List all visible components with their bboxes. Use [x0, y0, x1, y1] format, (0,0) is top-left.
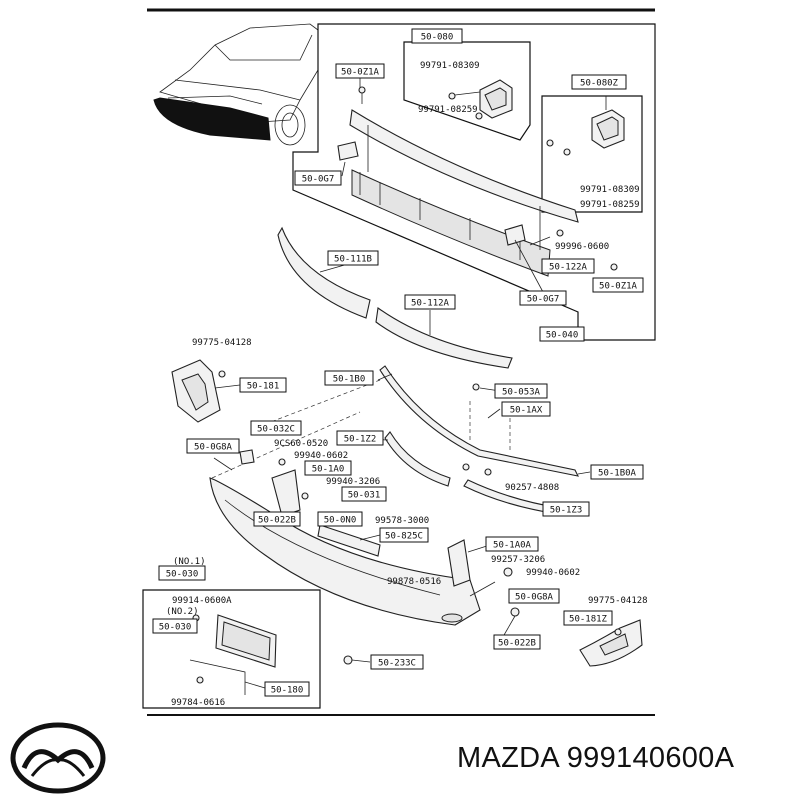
bracket-box-50-080Z — [541, 95, 643, 213]
part-number: 99940-0602 — [526, 568, 580, 578]
part-label: 50-181 — [247, 382, 280, 392]
part-label: 50-080Z — [580, 79, 619, 89]
part-label: (NO.2) — [166, 607, 199, 617]
part-number: 99791-08259 — [580, 200, 640, 210]
part-number: 99996-0600 — [555, 242, 609, 252]
part-number: 99775-04128 — [192, 338, 252, 348]
part-label: 50-0G8A — [515, 593, 554, 603]
part-number: 99791-08309 — [420, 61, 480, 71]
side-supports — [384, 431, 561, 515]
bumper-reinforcement — [337, 86, 618, 277]
part-label: 50-0N0 — [324, 516, 357, 526]
side-bracket-50-181Z — [579, 619, 643, 667]
part-label: 50-040 — [546, 331, 579, 341]
part-label: 50-053A — [502, 388, 541, 398]
part-number: 99791-08309 — [580, 185, 640, 195]
part-number-title: MAZDA 999140600A — [457, 742, 735, 774]
part-label: 50-1AX — [510, 406, 543, 416]
part-label: 50-1A0 — [312, 465, 345, 475]
part-label: 50-022B — [258, 516, 296, 526]
mazda-logo — [10, 722, 106, 794]
part-label: 50-030 — [166, 570, 199, 580]
part-number: 99940-0602 — [294, 451, 348, 461]
part-label: (NO.1) — [173, 557, 206, 567]
part-label: 50-1Z3 — [550, 506, 583, 516]
part-number: 99914-0600A — [172, 596, 232, 606]
part-label: 50-1B0A — [598, 469, 637, 479]
bracket-box-50-080 — [403, 41, 531, 141]
part-label: 50-233C — [378, 659, 416, 669]
part-label: 50-181Z — [569, 615, 608, 625]
bumper-cover — [209, 411, 481, 626]
fasteners — [213, 383, 520, 665]
part-number: 99578-3000 — [375, 516, 429, 526]
bracket-50-080 — [448, 79, 513, 120]
license-plate-bracket — [189, 614, 277, 695]
part-number: 99784-0616 — [171, 698, 225, 708]
part-label: 50-0G7 — [302, 175, 335, 185]
part-label: 50-032C — [257, 425, 295, 435]
part-number: 99940-3206 — [326, 477, 380, 487]
bracket-50-080Z — [546, 96, 625, 156]
part-label: 50-080 — [421, 33, 454, 43]
part-label: 50-1A0A — [493, 541, 532, 551]
part-label: 50-031 — [348, 491, 381, 501]
part-label: 50-825C — [385, 532, 423, 542]
part-label: 50-112A — [411, 299, 450, 309]
energy-absorbers — [277, 226, 513, 369]
part-label: 50-0G7 — [527, 295, 560, 305]
part-label: 50-1B0 — [333, 375, 366, 385]
car-illustration — [153, 23, 319, 146]
retainer-strip — [249, 365, 579, 477]
part-number: 9CS60-0520 — [274, 439, 328, 449]
part-number: 99257-3206 — [491, 555, 545, 565]
part-label: 50-0Z1A — [341, 68, 380, 78]
part-label: 50-0Z1A — [599, 282, 638, 292]
side-bracket-50-181 — [171, 359, 226, 423]
part-label: 50-111B — [334, 255, 372, 265]
part-number: 90257-4808 — [505, 483, 559, 493]
part-label: 50-0G8A — [194, 443, 233, 453]
part-labels: 50-080 99791-08309 99791-08259 50-0Z1A 5… — [152, 28, 648, 708]
part-label: 50-122A — [549, 263, 588, 273]
part-label: 50-180 — [271, 686, 304, 696]
part-number: 99775-04128 — [588, 596, 648, 606]
part-number: 99878-0516 — [387, 577, 441, 587]
part-label: 50-030 — [159, 623, 192, 633]
part-number: 99791-08259 — [418, 105, 478, 115]
part-label: 50-022B — [498, 639, 536, 649]
part-label: 50-1Z2 — [344, 435, 377, 445]
license-plate-box — [142, 589, 321, 709]
reinforcement-group-frame — [292, 23, 656, 341]
